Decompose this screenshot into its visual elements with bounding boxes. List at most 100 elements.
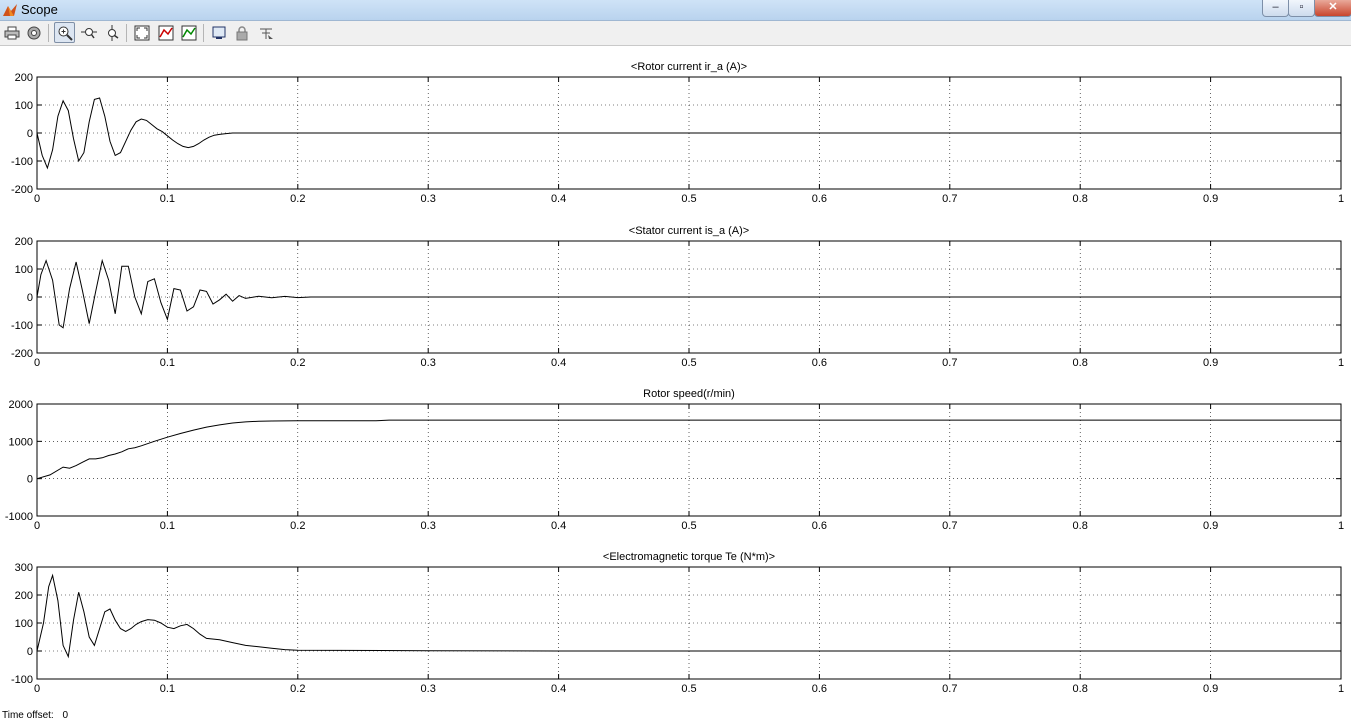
toolbar-separator [203,24,204,42]
maximize-button[interactable]: ▫ [1288,0,1315,17]
zoom-y-button[interactable] [102,22,123,43]
x-tick-label: 0.2 [290,683,305,695]
print-button[interactable] [1,22,22,43]
signal-selection-button[interactable] [255,22,276,43]
x-tick-label: 0.5 [681,193,696,205]
y-tick-label: -1000 [5,511,33,523]
x-tick-label: 0.1 [160,520,175,532]
x-tick-label: 0.4 [551,193,566,205]
axes-title: Rotor speed(r/min) [643,388,735,400]
axes-title: <Electromagnetic torque Te (N*m)> [603,551,775,563]
x-tick-label: 0.7 [942,193,957,205]
x-tick-label: 0.3 [421,357,436,369]
x-tick-label: 0 [34,520,40,532]
x-tick-label: 1 [1338,193,1344,205]
zoom-icon [58,26,73,41]
floating-scope-icon [212,26,225,39]
autoscale-icon [134,25,149,40]
parameters-button[interactable] [23,22,44,43]
x-tick-label: 0.5 [681,520,696,532]
x-tick-label: 0.6 [812,193,827,205]
x-tick-label: 0.4 [551,683,566,695]
floating-scope-button[interactable] [208,22,229,43]
x-tick-label: 0.6 [812,683,827,695]
toolbar-separator [48,24,49,42]
x-tick-label: 0.9 [1203,193,1218,205]
y-tick-label: 0 [27,646,33,658]
close-button[interactable]: ✕ [1314,0,1351,17]
save-axes-button[interactable] [155,22,176,43]
y-tick-label: -200 [11,348,33,360]
x-tick-label: 0.8 [1073,683,1088,695]
save-axes-icon [158,25,173,40]
x-tick-label: 0.7 [942,520,957,532]
x-tick-label: 0.5 [681,683,696,695]
axes-title: <Stator current is_a (A)> [629,225,749,237]
x-tick-label: 0.6 [812,520,827,532]
x-tick-label: 0.2 [290,357,305,369]
y-tick-label: 0 [27,292,33,304]
y-tick-label: 100 [15,264,33,276]
plot-frame [36,403,1342,517]
x-tick-label: 0.7 [942,683,957,695]
x-tick-label: 0.5 [681,357,696,369]
y-tick-label: -100 [11,674,33,686]
restore-axes-button[interactable] [178,22,199,43]
zoom-x-icon [80,27,97,38]
x-tick-label: 0.1 [160,193,175,205]
status-bar: Time offset: 0 [2,710,74,721]
x-tick-label: 0.8 [1073,193,1088,205]
signal-line [36,258,1341,329]
y-tick-label: 200 [15,590,33,602]
x-tick-label: 0.9 [1203,683,1218,695]
parameters-icon [27,26,40,39]
lock-icon [236,25,247,40]
signal-line [36,97,1341,170]
x-tick-label: 0.1 [160,357,175,369]
axes-title: <Rotor current ir_a (A)> [631,61,747,73]
lock-button[interactable] [231,22,252,43]
y-tick-label: -200 [11,184,33,196]
zoom-x-button[interactable] [78,22,99,43]
signal-line [36,419,1341,480]
x-tick-label: 0.6 [812,357,827,369]
window-titlebar: Scope ‒ ▫ ✕ [0,0,1351,21]
y-tick-label: 0 [27,128,33,140]
y-tick-label: 200 [15,72,33,84]
y-tick-label: 300 [15,562,33,574]
y-tick-label: -100 [11,320,33,332]
x-tick-label: 0.8 [1073,520,1088,532]
window-title: Scope [21,2,58,17]
toolbar-separator [126,24,127,42]
x-tick-label: 1 [1338,683,1344,695]
x-tick-label: 0.8 [1073,357,1088,369]
x-tick-label: 0.1 [160,683,175,695]
y-tick-label: 1000 [9,436,33,448]
x-tick-label: 0.3 [421,520,436,532]
y-tick-label: 100 [15,100,33,112]
y-tick-label: 200 [15,236,33,248]
restore-axes-icon [181,25,196,40]
y-tick-label: 2000 [9,399,33,411]
zoom-button[interactable] [54,22,75,43]
x-tick-label: 0 [34,193,40,205]
x-tick-label: 1 [1338,520,1344,532]
autoscale-button[interactable] [131,22,152,43]
x-tick-label: 0.2 [290,520,305,532]
x-tick-label: 0.9 [1203,357,1218,369]
zoom-y-icon [107,24,118,41]
x-tick-label: 0 [34,683,40,695]
x-tick-label: 0.3 [421,193,436,205]
x-tick-label: 0.9 [1203,520,1218,532]
time-offset-label: Time offset: [2,710,54,721]
minimize-button[interactable]: ‒ [1262,0,1289,17]
signal-selection-icon [259,28,273,39]
signal-line [36,573,1341,659]
print-icon [4,26,19,39]
plot-frame [36,566,1342,680]
